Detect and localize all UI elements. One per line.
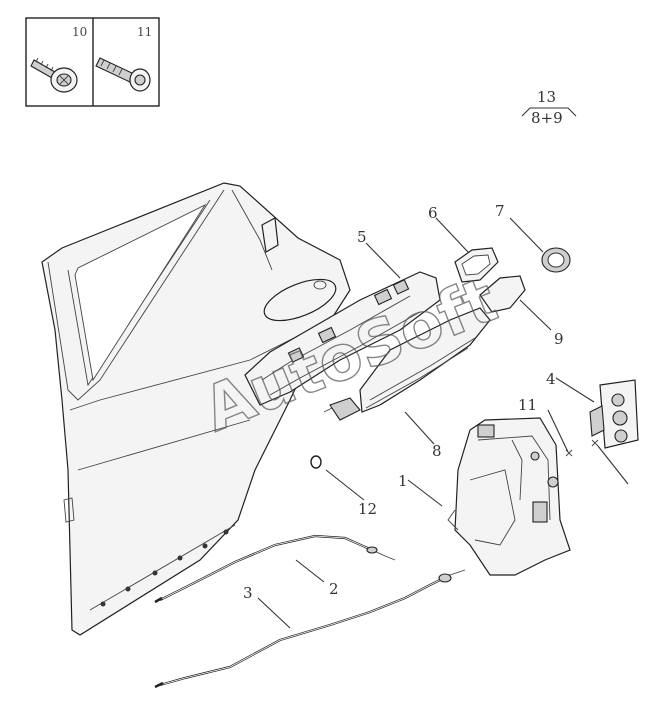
rear-door-icon xyxy=(41,182,351,636)
assembly-components: 8+9 xyxy=(531,109,563,127)
assembly-number: 13 xyxy=(537,88,556,106)
inset-label-11: 11 xyxy=(137,25,152,39)
callout-labels: 1 2 3 4 5 6 7 8 9 11 12 xyxy=(243,202,564,602)
handle-cap xyxy=(479,275,526,313)
cable-icon xyxy=(154,534,466,689)
leader-lines xyxy=(257,217,629,629)
grommet xyxy=(541,247,571,273)
callout-9: 9 xyxy=(554,330,564,348)
handle-gasket xyxy=(454,247,499,283)
fastener-inset: 10 11 xyxy=(25,17,160,107)
handle-bracket-icon xyxy=(244,271,441,406)
callout-6: 6 xyxy=(428,204,438,222)
bolt-icon xyxy=(95,57,151,92)
fastener-marks xyxy=(565,439,599,457)
callout-1: 1 xyxy=(398,472,408,490)
inset-label-10: 10 xyxy=(72,25,87,39)
callout-12: 12 xyxy=(358,500,377,518)
exterior-handle xyxy=(323,307,491,421)
callout-7: 7 xyxy=(495,202,505,220)
callout-8: 8 xyxy=(432,442,442,460)
assembly-note: 13 8+9 xyxy=(521,88,577,127)
callout-2: 2 xyxy=(329,580,339,598)
door-lock-icon xyxy=(447,417,571,576)
callout-4: 4 xyxy=(546,370,556,388)
torx-screw-icon xyxy=(30,57,78,93)
callout-5: 5 xyxy=(357,228,367,246)
o-ring xyxy=(310,455,322,469)
callout-11: 11 xyxy=(518,396,537,414)
callout-3: 3 xyxy=(243,584,253,602)
striker xyxy=(589,379,639,449)
